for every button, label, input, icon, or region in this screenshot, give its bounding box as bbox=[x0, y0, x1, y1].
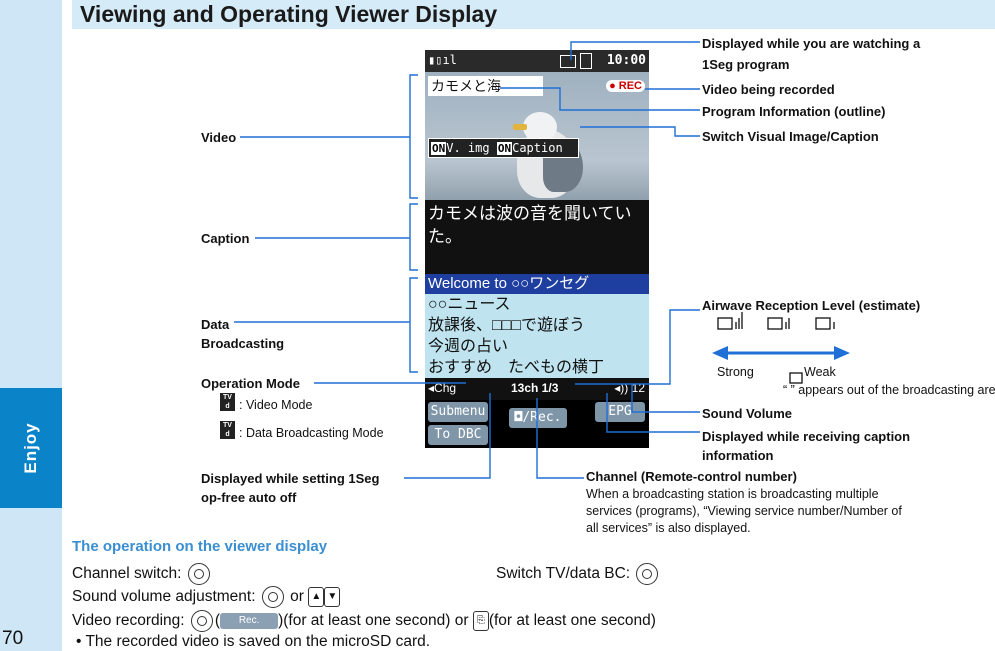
battery-icon bbox=[580, 53, 592, 69]
label-video-recorded: Video being recorded bbox=[702, 82, 835, 97]
clock: 10:00 bbox=[606, 53, 646, 68]
recorded-note: • The recorded video is saved on the mic… bbox=[76, 633, 431, 650]
channel-number: 13ch 1/3 bbox=[511, 381, 559, 395]
label-airwave: Airwave Reception Level (estimate) bbox=[702, 298, 921, 313]
switch-tv-label: Switch TV/data BC: bbox=[496, 565, 631, 583]
rec-mid-text: )(for at least one second) or bbox=[278, 612, 469, 630]
data-welcome: Welcome to ○○ワンセグ bbox=[425, 274, 649, 294]
rec-label: REC bbox=[618, 80, 642, 92]
visual-caption-switch[interactable]: ONV. img ONCaption bbox=[428, 138, 579, 158]
page-title: Viewing and Operating Viewer Display bbox=[80, 1, 498, 27]
tv-watching-icon bbox=[560, 55, 576, 68]
label-watching-2: 1Seg program bbox=[702, 57, 790, 72]
data-row[interactable]: 今週の占い bbox=[428, 338, 509, 355]
section-tab: Enjoy bbox=[0, 388, 62, 508]
seagull-beak bbox=[513, 124, 527, 130]
label-out-of-area: “ ” appears out of the broadcasting area… bbox=[783, 383, 995, 397]
channel-switch-line: Channel switch: bbox=[72, 563, 212, 585]
label-switch-visual: Switch Visual Image/Caption bbox=[702, 129, 879, 144]
caption-area: カモメは波の音を聞いていた。 bbox=[425, 200, 649, 274]
page-number: 70 bbox=[2, 628, 24, 649]
rec-softkey[interactable]: ◘/Rec. bbox=[509, 408, 567, 428]
label-weak: Weak bbox=[804, 365, 836, 379]
label-data: Data bbox=[201, 317, 230, 332]
data-row[interactable]: ○○ニュース bbox=[428, 296, 511, 313]
label-autooff-2: op-free auto off bbox=[201, 490, 297, 505]
enter-key-icon bbox=[190, 610, 213, 632]
phone-screen: ▮▯ıl 10:00 カモメと海 ● REC ONV. img ONCaptio… bbox=[425, 50, 649, 448]
rec-softkey-label: Rec. bbox=[530, 410, 562, 425]
channel-switch-label: Channel switch: bbox=[72, 565, 182, 583]
label-broadcasting: Broadcasting bbox=[201, 336, 285, 351]
operation-title: The operation on the viewer display bbox=[72, 538, 328, 555]
label-caption-info-1: Displayed while receiving caption bbox=[702, 429, 911, 444]
label-operation-mode: Operation Mode bbox=[201, 376, 300, 391]
label-program-info: Program Information (outline) bbox=[702, 104, 886, 119]
label-caption: Caption bbox=[201, 231, 250, 246]
label-channel: Channel (Remote-control number) bbox=[586, 469, 797, 484]
label-data-mode: : Data Broadcasting Mode bbox=[239, 426, 384, 440]
data-row[interactable]: おすすめ たべもの横丁 bbox=[428, 359, 605, 376]
rec-indicator: ● REC bbox=[606, 80, 645, 92]
multi-key-icon bbox=[187, 563, 210, 585]
label-video: Video bbox=[201, 130, 237, 145]
data-broadcasting-area[interactable]: Welcome to ○○ワンセグ ○○ニュース 放課後、□□□で遊ぼう 今週の… bbox=[425, 274, 649, 380]
to-dbc-softkey[interactable]: To DBC bbox=[428, 425, 488, 445]
sound-volume-label: Sound volume adjustment: bbox=[72, 588, 256, 606]
multi-key-icon bbox=[261, 586, 284, 608]
label-autooff-1: Displayed while setting 1Seg bbox=[201, 471, 380, 486]
up-key-icon: ▲ bbox=[308, 587, 325, 607]
rec-end-text: (for at least one second) bbox=[488, 612, 656, 630]
vimg-label: V. img bbox=[446, 141, 490, 155]
data-row[interactable]: 放課後、□□□で遊ぼう bbox=[428, 317, 585, 334]
sidebar bbox=[0, 0, 62, 651]
video-recording-line: Video recording: (Rec.)(for at least one… bbox=[72, 610, 656, 632]
label-sound-volume: Sound Volume bbox=[702, 406, 793, 421]
status-bar: ▮▯ıl 10:00 bbox=[425, 50, 649, 72]
channel-desc-3: all services” is also displayed. bbox=[586, 521, 751, 535]
channel-desc-2: services (programs), “Viewing service nu… bbox=[586, 504, 902, 518]
switch-tv-line: Switch TV/data BC: bbox=[496, 563, 660, 585]
down-key-icon: ▼ bbox=[324, 587, 341, 607]
label-video-mode: : Video Mode bbox=[239, 398, 313, 412]
label-strong: Strong bbox=[717, 365, 754, 379]
mail-key-icon bbox=[636, 563, 659, 585]
on-badge-2: ON bbox=[496, 142, 513, 155]
on-badge-1: ON bbox=[431, 142, 447, 155]
sound-volume-line: Sound volume adjustment: or ▲▼ bbox=[72, 586, 341, 608]
submenu-softkey[interactable]: Submenu bbox=[428, 402, 488, 422]
label-caption-info-2: information bbox=[702, 448, 774, 463]
seagull-head bbox=[523, 112, 557, 142]
caption-toggle-label: Caption bbox=[512, 141, 563, 155]
signal-icon: ▮▯ıl bbox=[428, 53, 457, 67]
label-watching-1: Displayed while you are watching a bbox=[702, 36, 921, 51]
channel-desc-1: When a broadcasting station is broadcast… bbox=[586, 487, 879, 501]
program-info-box: カモメと海 bbox=[428, 76, 543, 96]
rec-button-icon: Rec. bbox=[220, 613, 279, 629]
video-recording-label: Video recording: bbox=[72, 612, 185, 630]
chg-label: ◂Chg bbox=[428, 381, 457, 395]
or-label: or bbox=[290, 588, 304, 606]
side-key-icon: ⎘ bbox=[472, 611, 489, 631]
title-bar: Viewing and Operating Viewer Display bbox=[72, 0, 995, 29]
